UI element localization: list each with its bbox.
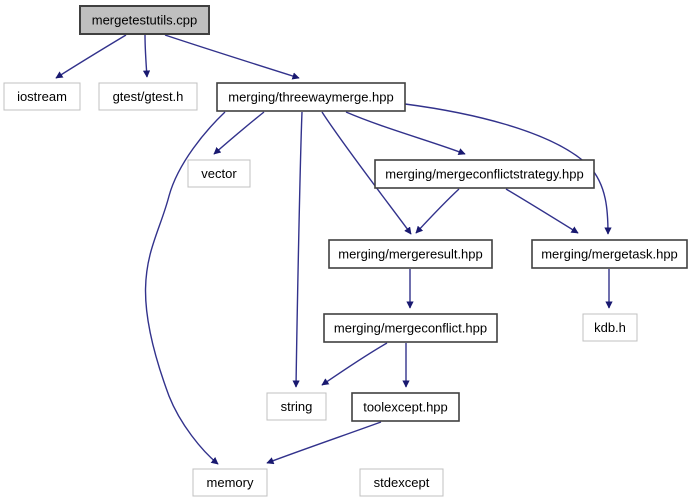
edge-threewaymerge-to-memory	[144, 111, 226, 465]
node-label-stdexcept: stdexcept	[374, 475, 430, 490]
node-mergeconflictstrategy[interactable]: merging/mergeconflictstrategy.hpp	[374, 159, 595, 189]
node-label-mergeresult: merging/mergeresult.hpp	[338, 246, 483, 261]
graph-edges	[55, 34, 613, 465]
edge-toolexcept-to-memory	[266, 421, 382, 465]
edge-mergeconflictstrategy-to-mergetask	[505, 188, 579, 234]
edge-mergetestutils-to-iostream	[55, 34, 127, 79]
node-box-mergeconflictstrategy	[374, 159, 595, 189]
node-label-toolexcept: toolexcept.hpp	[363, 399, 448, 414]
node-label-vector: vector	[201, 166, 237, 181]
node-box-mergetestutils	[79, 5, 210, 35]
node-box-mergeresult	[328, 239, 493, 269]
node-kdb[interactable]: kdb.h	[582, 313, 638, 342]
node-label-string: string	[281, 399, 313, 414]
node-box-vector	[187, 159, 251, 188]
node-mergeresult[interactable]: merging/mergeresult.hpp	[328, 239, 493, 269]
node-box-kdb	[582, 313, 638, 342]
node-label-iostream: iostream	[17, 89, 67, 104]
edge-threewaymerge-to-string	[292, 111, 303, 388]
node-box-memory	[192, 468, 268, 497]
node-label-threewaymerge: merging/threewaymerge.hpp	[228, 89, 393, 104]
edge-mergeconflict-to-string	[321, 342, 388, 386]
node-gtest[interactable]: gtest/gtest.h	[98, 82, 198, 111]
edge-threewaymerge-to-mergeconflictstrategy	[345, 111, 466, 156]
node-box-stdexcept	[359, 468, 444, 497]
node-iostream[interactable]: iostream	[3, 82, 81, 111]
edge-mergeconflictstrategy-to-mergeresult	[415, 188, 460, 234]
node-stdexcept[interactable]: stdexcept	[359, 468, 444, 497]
edge-threewaymerge-to-mergetask	[404, 103, 612, 235]
node-box-iostream	[3, 82, 81, 111]
node-label-mergetestutils: mergetestutils.cpp	[92, 12, 198, 27]
node-string[interactable]: string	[266, 392, 327, 421]
node-mergeconflict[interactable]: merging/mergeconflict.hpp	[323, 313, 498, 343]
node-box-mergeconflict	[323, 313, 498, 343]
node-threewaymerge[interactable]: merging/threewaymerge.hpp	[216, 82, 406, 112]
node-label-mergetask: merging/mergetask.hpp	[541, 246, 678, 261]
node-label-mergeconflictstrategy: merging/mergeconflictstrategy.hpp	[385, 166, 583, 181]
node-memory[interactable]: memory	[192, 468, 268, 497]
edge-mergetestutils-to-threewaymerge	[164, 34, 300, 80]
node-box-toolexcept	[351, 392, 460, 422]
node-label-kdb: kdb.h	[594, 320, 626, 335]
node-mergetestutils[interactable]: mergetestutils.cpp	[79, 5, 210, 35]
edge-threewaymerge-to-vector	[213, 111, 265, 155]
node-box-mergetask	[531, 239, 688, 269]
node-label-memory: memory	[207, 475, 254, 490]
node-toolexcept[interactable]: toolexcept.hpp	[351, 392, 460, 422]
edge-mergetestutils-to-gtest	[142, 34, 151, 78]
graph-nodes: mergetestutils.cpp iostream gtest/gtest.h m…	[3, 5, 688, 497]
node-box-threewaymerge	[216, 82, 406, 112]
node-box-gtest	[98, 82, 198, 111]
node-vector[interactable]: vector	[187, 159, 251, 188]
node-mergetask[interactable]: merging/mergetask.hpp	[531, 239, 688, 269]
node-box-string	[266, 392, 327, 421]
node-label-gtest: gtest/gtest.h	[113, 89, 184, 104]
edge-threewaymerge-to-mergeresult	[321, 111, 412, 235]
node-label-mergeconflict: merging/mergeconflict.hpp	[334, 320, 487, 335]
